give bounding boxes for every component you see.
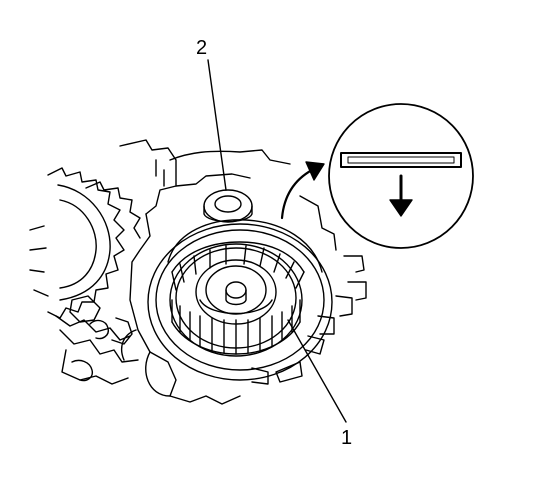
- clutch-drum: [169, 241, 305, 357]
- down-arrow-icon: [389, 174, 413, 217]
- clutch-drum-splines: [171, 299, 301, 355]
- pointer-arrow: [280, 161, 325, 220]
- leader-line-1: [287, 319, 347, 423]
- callout-label-1: 1: [341, 427, 353, 449]
- callout-label-2: 2: [196, 37, 208, 59]
- leader-line-2: [207, 59, 227, 191]
- inset-detail: [328, 103, 474, 249]
- background-gear-cluster: [29, 167, 141, 385]
- flat-seal-face-icon: [340, 152, 462, 168]
- seal: [203, 189, 253, 223]
- clutch-housing: [147, 219, 333, 381]
- transmission-case: [119, 139, 367, 405]
